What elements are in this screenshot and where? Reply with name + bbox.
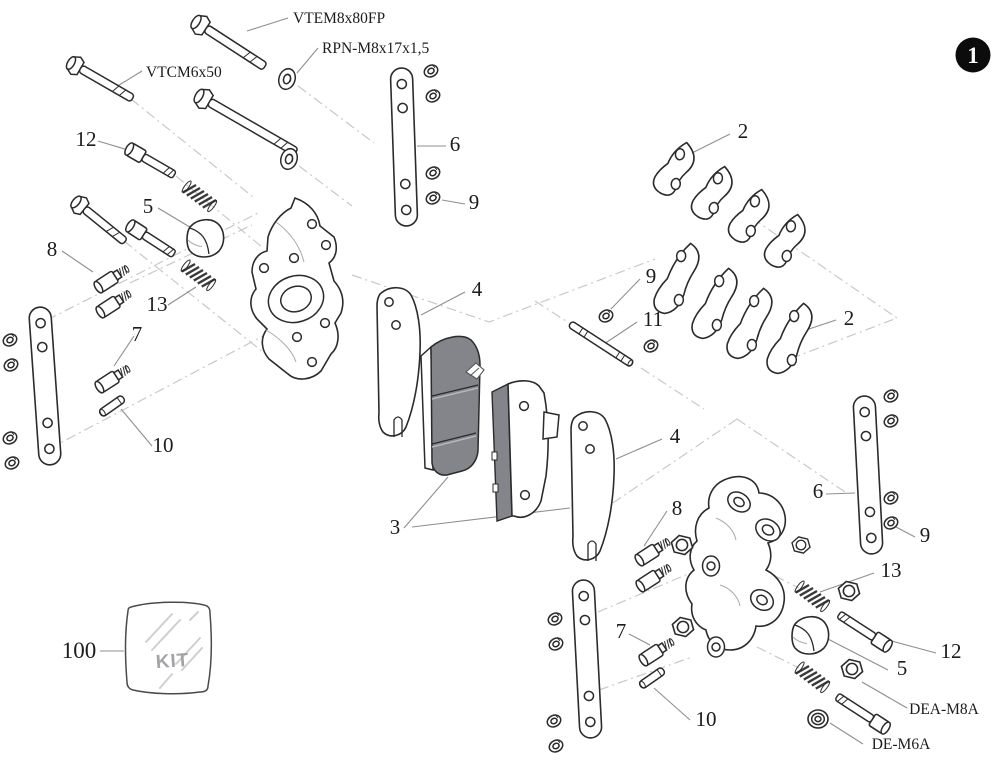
callout-2-upper: 2 [738,119,749,143]
piston-left [186,218,225,258]
spring-washer-icon [546,635,566,653]
socket-bolt-left-lower [124,219,176,258]
retaining-plate-right [852,394,884,556]
spring-washer-icon [2,454,22,472]
badge-circle [955,37,991,73]
retaining-plate-bottom [571,578,603,740]
spring-washer-icon [0,429,20,447]
caliper-bracket-left [250,196,344,380]
flat-washer-icon [275,65,299,93]
link-plate-icon [758,210,818,275]
spring-washer-icon [423,164,443,182]
hex-nut-icon [840,658,864,680]
hex-nut-icon [671,616,695,638]
flange-nut-icon [807,709,829,729]
part-label-de: DE-M6A [872,736,931,753]
pad-pin [568,321,634,367]
grease-fitting-icon [92,361,134,396]
spring-washer-icon [544,712,564,730]
brake-pad-back [491,380,560,522]
socket-bolt-dea [835,693,892,735]
callout-11: 11 [643,307,663,331]
grease-fitting-icon [91,261,133,296]
callout-6-right: 6 [813,479,824,503]
callout-6-center: 6 [450,132,461,156]
callout-13-right: 13 [881,558,902,582]
bolt-vtcm [65,55,135,102]
link-plate-icon [685,162,745,227]
spring-washer-icon [546,737,566,755]
link-plate-icon [722,185,782,250]
slide-pin-icon [637,665,667,691]
callout-4-left: 4 [472,277,483,301]
spring-washer-icon [881,412,901,430]
spring-washer-icon [881,514,901,532]
pad-spring-icon [179,178,220,214]
part-label-vtcm: VTCM6x50 [146,64,222,81]
spring-washer-icon [423,87,443,105]
leader-lines [61,17,937,745]
kit-bag: KIT [124,601,213,695]
part-label-vtem: VTEM8x80FP [293,10,385,27]
link-plates-lower [646,238,825,382]
grease-fitting-icon [636,634,678,669]
callout-7-left: 7 [132,322,143,346]
labels: VTEM8x80FP RPN-M8x17x1,5 VTCM6x50 DEA-M8… [47,10,980,753]
brake-pad-front [420,335,485,476]
socket-bolt-12-right [837,611,894,653]
hex-nut-icon [670,534,694,556]
badge-number: 1 [967,43,979,68]
bolt-vtem-top [190,14,267,70]
spring-washer-icon [641,337,661,355]
callout-9-center: 9 [469,190,480,214]
callout-13-left: 13 [147,292,168,316]
caliper-body-right [685,475,787,658]
callout-5-right: 5 [897,656,908,680]
piston-right [791,615,830,655]
callout-12-right: 12 [941,639,962,663]
spring-washer-icon [1,356,21,374]
callout-4-right: 4 [670,424,681,448]
callout-8-right: 8 [672,496,683,520]
figure-badge: 1 [955,37,991,73]
link-plates-upper [647,138,818,275]
retaining-plate-center [389,66,419,228]
callout-8-left: 8 [47,237,58,261]
callout-9-right: 9 [920,523,931,547]
spring-washer-icon [881,387,901,405]
pad-spring-icon [792,659,833,695]
pad-shim-left [376,286,421,438]
callout-7-right: 7 [616,619,627,643]
part-label-rpn: RPN-M8x17x1,5 [322,40,429,57]
pad-spring-icon [792,578,833,614]
hex-nut-icon [791,536,811,554]
grease-fitting-icon [632,534,674,569]
callout-2-lower: 2 [844,306,855,330]
spring-washer-icon [423,189,443,207]
spring-washer-icon [596,307,616,325]
part-label-dea: DEA-M8A [909,701,980,718]
callout-10-left: 10 [153,433,174,457]
callout-9-pin: 9 [646,264,657,288]
bolt-long-left [70,195,128,245]
kit-label: KIT [155,650,190,673]
socket-bolt-12-left [124,142,177,179]
callout-5-left: 5 [143,194,154,218]
pad-spring-icon [178,257,219,293]
callout-12-left: 12 [76,127,97,151]
callout-100-kit: 100 [62,638,97,663]
pad-shim-right [570,410,615,562]
pad-friction-surface [430,335,481,476]
spring-washer-icon [421,62,441,80]
callout-10-right: 10 [696,707,717,731]
slide-pin-icon [97,393,127,419]
spring-washer-icon [0,331,20,349]
retaining-plate-left [27,305,63,467]
link-plate-icon [647,138,707,203]
spring-washer-icon [545,610,565,628]
spring-washer-icon [881,489,901,507]
bolt-vtem-second [193,88,298,156]
callout-3: 3 [390,515,401,539]
